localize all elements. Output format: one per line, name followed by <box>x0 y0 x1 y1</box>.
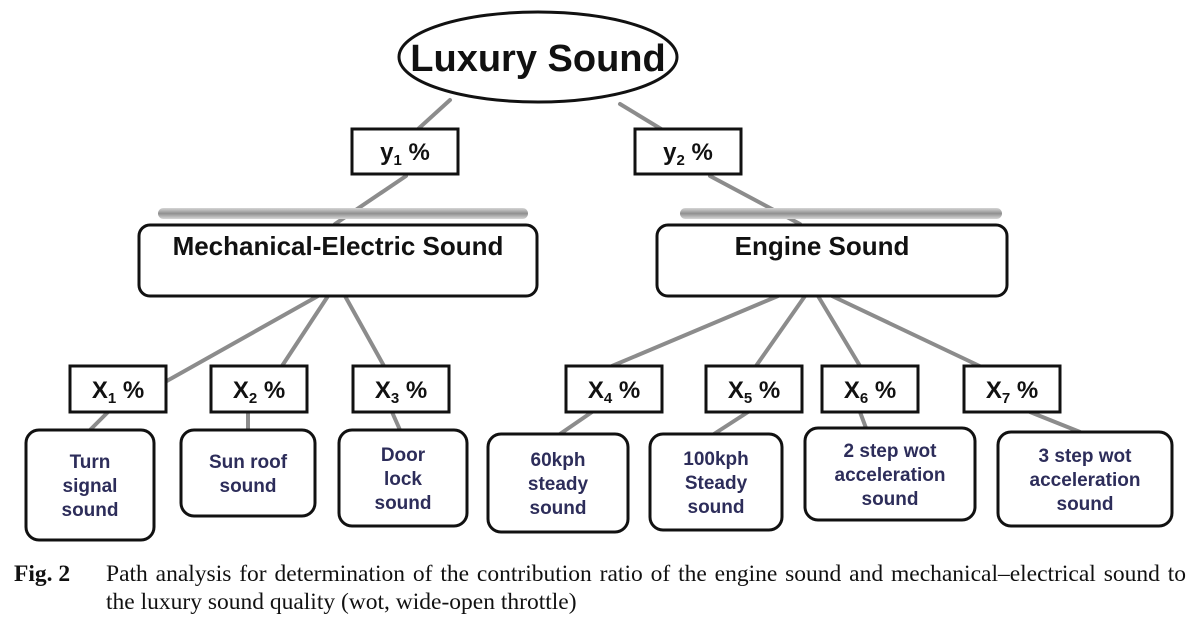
leaf-x5-line: sound <box>688 497 745 518</box>
weight-y2-main: y <box>663 139 677 166</box>
svg-text:y2 %: y2 % <box>663 139 713 169</box>
connector-engine-x6 <box>816 294 862 368</box>
leaf-x5-line: 100kph <box>683 449 748 470</box>
leaf-x1-line: sound <box>62 500 119 521</box>
connector-x4-leaf <box>558 410 594 436</box>
weight-x2-label: X2 % <box>233 377 285 407</box>
weight-box-x4: X4 % <box>564 364 664 414</box>
leaf-x1-line: Turn <box>70 452 111 473</box>
root-node: Luxury Sound <box>397 10 679 104</box>
weight-x6-suffix: % <box>868 377 896 404</box>
figure-caption-text: Path analysis for determination of the c… <box>106 561 1186 615</box>
connector-mechanical-x1 <box>163 294 320 384</box>
weight-x1-main: X <box>92 377 108 404</box>
connector-x5-leaf <box>712 410 750 436</box>
path-analysis-diagram: Luxury Sound y1 % y2 % Mechanical-Electr… <box>24 10 1174 542</box>
weight-box-x1: X1 % <box>68 364 168 414</box>
leaf-x3-line: sound <box>375 493 432 514</box>
weight-box-x6: X6 % <box>820 364 920 414</box>
connector-x3-leaf <box>390 410 402 432</box>
leaf-box-x4: 60kph steady sound <box>486 432 630 534</box>
connector-mechanical-x3 <box>343 294 386 368</box>
category-label-mechanical-electric: Mechanical-Electric Sound <box>173 231 504 261</box>
weight-box-y2: y2 % <box>633 127 743 176</box>
connector-x7-leaf <box>1028 410 1082 434</box>
connector-engine-x7 <box>830 294 990 372</box>
weight-x1-suffix: % <box>116 377 144 404</box>
weight-x5-label: X5 % <box>728 377 780 407</box>
weight-x3-main: X <box>375 377 391 404</box>
connector-engine-x4 <box>610 294 780 368</box>
leaf-x6-line: acceleration <box>835 465 946 486</box>
weight-box-x2: X2 % <box>209 364 309 414</box>
leaf-x3-line: Door <box>381 445 426 466</box>
weight-x3-sub: 3 <box>391 390 399 407</box>
weight-x4-main: X <box>588 377 604 404</box>
weight-x6-main: X <box>844 377 860 404</box>
leaf-x2-line: Sun roof <box>209 452 288 473</box>
weight-x4-suffix: % <box>612 377 640 404</box>
connector-mechanical-x2 <box>280 294 330 368</box>
weight-x6-sub: 6 <box>860 390 868 407</box>
figure-caption: Fig. 2 Path analysis for determination o… <box>14 560 1186 616</box>
weight-y1-main: y <box>380 139 394 166</box>
leaf-x6-line: sound <box>862 489 919 510</box>
leaf-x5-line: Steady <box>685 473 748 494</box>
figure-label: Fig. 2 <box>14 561 71 587</box>
category-box-mechanical-electric: Mechanical-Electric Sound <box>137 223 539 298</box>
weight-x5-main: X <box>728 377 744 404</box>
leaf-x1-line: signal <box>63 476 118 497</box>
root-label: Luxury Sound <box>410 38 665 80</box>
connector-engine-x5 <box>754 294 807 368</box>
weight-x5-suffix: % <box>752 377 780 404</box>
leaf-x3-line: lock <box>384 469 422 490</box>
connector-lines <box>88 98 1082 436</box>
weight-x6-label: X6 % <box>844 377 896 407</box>
weight-x7-label: X7 % <box>986 377 1038 407</box>
weight-box-x7: X7 % <box>962 364 1062 414</box>
connector-x1-leaf <box>88 410 110 432</box>
leaf-x7-line: sound <box>1057 494 1114 515</box>
weight-x1-sub: 1 <box>108 390 116 407</box>
weight-x5-sub: 5 <box>744 390 752 407</box>
leaf-x4-line: 60kph <box>531 450 586 471</box>
leaf-box-x1: Turn signal sound <box>24 428 156 542</box>
weight-box-x5: X5 % <box>704 364 804 414</box>
weight-x4-sub: 4 <box>604 390 613 407</box>
weight-x2-suffix: % <box>257 377 285 404</box>
leaf-x2-line: sound <box>220 476 277 497</box>
weight-box-x3: X3 % <box>351 364 451 414</box>
leaf-box-x3: Door lock sound <box>337 428 469 528</box>
leaf-x7-line: acceleration <box>1030 470 1141 491</box>
weight-x3-label: X3 % <box>375 377 427 407</box>
weight-x4-label: X4 % <box>588 377 640 407</box>
weight-x2-main: X <box>233 377 249 404</box>
shelf-mechanical <box>158 208 528 219</box>
category-label-engine: Engine Sound <box>735 231 910 261</box>
weight-x1-label: X1 % <box>92 377 144 407</box>
connector-x6-leaf <box>858 410 868 430</box>
leaf-x7-line: 3 step wot <box>1039 446 1133 467</box>
weight-y1-sub: 1 <box>394 152 402 169</box>
weight-x3-suffix: % <box>399 377 427 404</box>
shelf-engine <box>680 208 1002 219</box>
weight-x7-main: X <box>986 377 1002 404</box>
weight-x7-sub: 7 <box>1002 390 1010 407</box>
weight-x7-suffix: % <box>1010 377 1038 404</box>
leaf-box-x6: 2 step wot acceleration sound <box>803 426 977 522</box>
leaf-box-x2: Sun roof sound <box>179 428 317 518</box>
leaf-x6-line: 2 step wot <box>844 441 938 462</box>
weight-y2-sub: 2 <box>677 152 685 169</box>
weight-y1-suffix: % <box>402 139 430 166</box>
weight-box-y1: y1 % <box>350 127 460 176</box>
weight-y2-suffix: % <box>685 139 713 166</box>
weight-x2-sub: 2 <box>249 390 257 407</box>
leaf-x4-line: sound <box>530 498 587 519</box>
category-box-engine: Engine Sound <box>655 223 1009 298</box>
svg-text:y1 %: y1 % <box>380 139 430 169</box>
leaf-box-x7: 3 step wot acceleration sound <box>996 430 1174 528</box>
leaf-x4-line: steady <box>528 474 589 495</box>
